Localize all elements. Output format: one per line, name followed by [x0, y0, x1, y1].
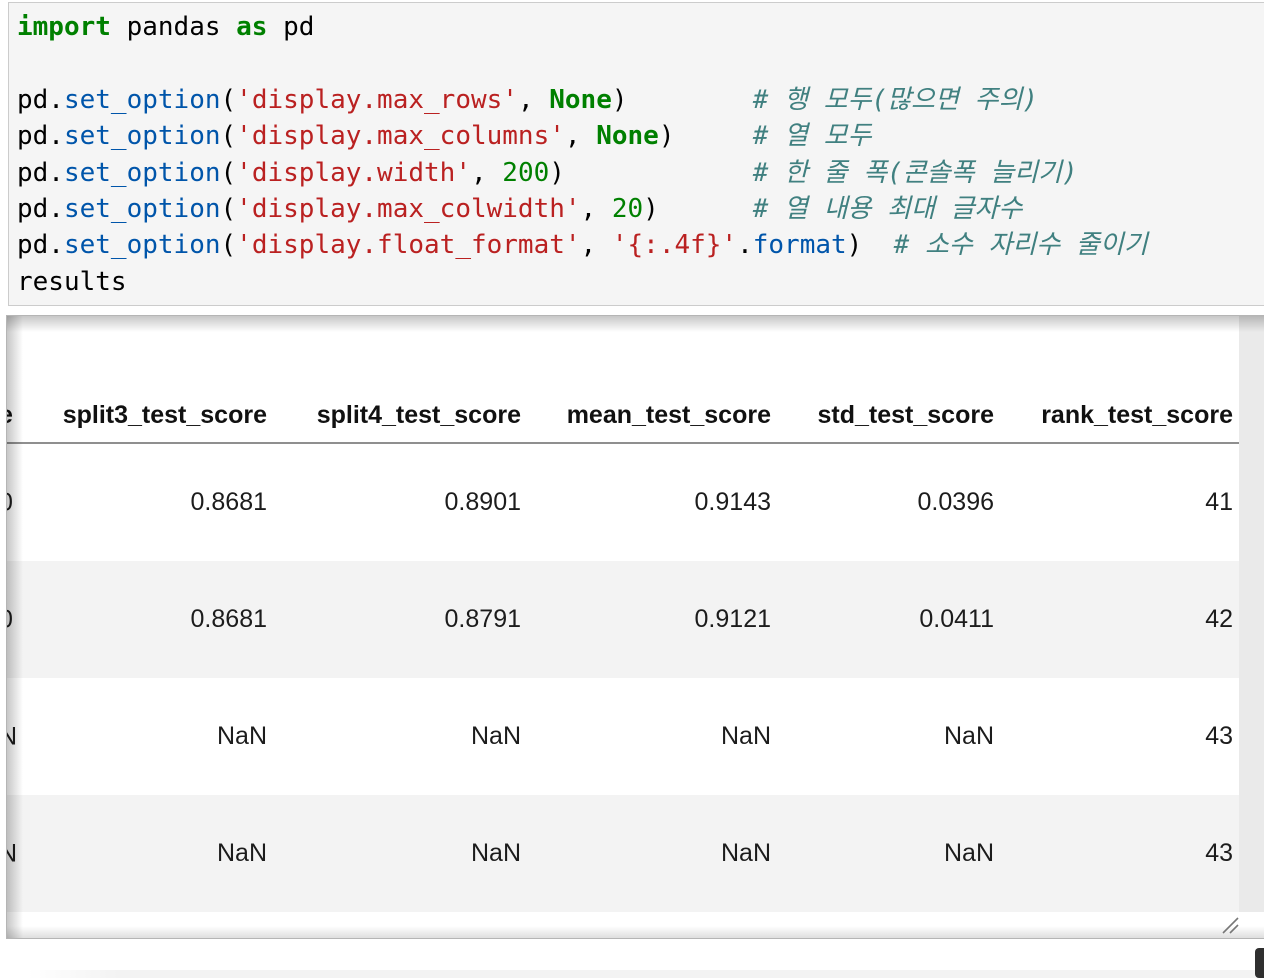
table-cell: NaN: [216, 722, 267, 750]
table-body: 0 0.8681 0.8901 0.9143 0.0396 41 0 0.8681 0.8791…: [7, 444, 1239, 912]
table-cell: 0.8791: [444, 605, 521, 633]
column-header: rank_test_score: [1041, 401, 1233, 429]
column-header: split3_test_score: [62, 401, 267, 429]
table-cell: NaN: [470, 722, 521, 750]
table-right-gutter: [1239, 316, 1264, 912]
table-header-row: e split3_test_score split4_test_score mean…: [7, 316, 1239, 444]
clipped-cell-fragment: 0: [7, 488, 13, 517]
table-cell: 0.8681: [190, 488, 267, 516]
resize-grip-icon[interactable]: [1219, 916, 1241, 936]
scroll-shadow-bottom: [7, 926, 1264, 938]
code-line: pd.set_option('display.max_columns', Non…: [17, 121, 872, 152]
code-cell[interactable]: import pandas as pd pd.set_option('displ…: [8, 2, 1264, 306]
code-line: pd.set_option('display.max_colwidth', 20…: [17, 194, 1023, 225]
column-header: mean_test_score: [566, 401, 771, 429]
clipped-cell-fragment: N: [7, 722, 17, 751]
code-line: import pandas as pd: [17, 12, 315, 42]
code-editor[interactable]: import pandas as pd pd.set_option('displ…: [17, 9, 1264, 300]
table-cell: 0.8901: [444, 488, 521, 516]
clipped-header-fragment: e: [7, 401, 13, 430]
table-cell: NaN: [720, 722, 771, 750]
table-cell: NaN: [943, 722, 994, 750]
scrollbar-thumb[interactable]: [1255, 948, 1264, 978]
table-row: N NaN NaN NaN NaN 43: [7, 678, 1239, 795]
table-row: 0 0.8681 0.8791 0.9121 0.0411 42: [7, 561, 1239, 678]
clipped-cell-fragment: N: [7, 839, 17, 868]
table-cell: 0.0411: [919, 605, 994, 633]
table-cell: 0.0396: [917, 488, 994, 516]
table-cell: 42: [1205, 605, 1233, 633]
code-line: [17, 45, 1264, 81]
clipped-cell-fragment: 0: [7, 605, 13, 634]
table-cell: NaN: [943, 839, 994, 867]
output-area[interactable]: e split3_test_score split4_test_score mean…: [6, 315, 1264, 939]
table-cell: 0.8681: [190, 605, 267, 633]
table-cell: 43: [1205, 839, 1233, 867]
table-cell: 43: [1205, 722, 1233, 750]
next-cell-top-edge[interactable]: [28, 970, 1264, 978]
table-row: 0 0.8681 0.8901 0.9143 0.0396 41: [7, 444, 1239, 561]
column-header: std_test_score: [817, 401, 994, 429]
code-line: pd.set_option('display.width', 200) # 한 …: [17, 157, 1078, 188]
table-cell: 0.9143: [694, 488, 771, 516]
code-line: results: [17, 266, 127, 297]
table-cell: NaN: [470, 839, 521, 867]
table-cell: NaN: [720, 839, 771, 867]
code-line: pd.set_option('display.max_rows', None) …: [17, 84, 1039, 115]
table-cell: 0.9121: [694, 605, 771, 633]
table-row: N NaN NaN NaN NaN 43: [7, 795, 1239, 912]
code-line: pd.set_option('display.float_format', '{…: [17, 230, 1148, 261]
column-header: split4_test_score: [316, 401, 521, 429]
table-cell: NaN: [216, 839, 267, 867]
table-cell: 41: [1205, 488, 1233, 516]
